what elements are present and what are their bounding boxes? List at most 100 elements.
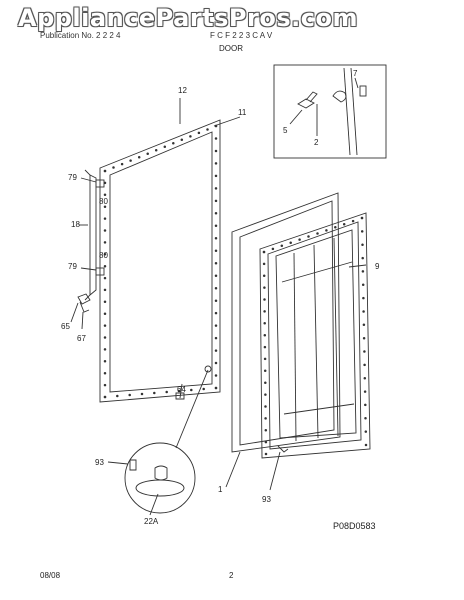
screw-dot [103,336,107,339]
screw-dot [360,216,364,220]
screw-dot [263,310,266,313]
screw-dot [264,405,267,408]
publication-header: Publication No. 2 2 2 4 [40,31,121,40]
screw-dot [214,299,218,302]
screw-dot [363,363,366,367]
screw-dot [262,274,266,278]
screw-dot [153,391,156,395]
screw-dot [263,298,266,301]
screw-dot [214,261,218,265]
screw-dot [129,159,132,162]
callout-9: 9 [375,262,380,271]
page-title: DOOR [219,44,243,53]
callout-22A: 22A [144,517,159,526]
callout-79-bottom: 79 [68,262,77,271]
screw-dot [263,357,267,361]
screw-dot [263,322,266,325]
model-header: F C F 2 2 3 C A V [210,31,273,40]
screw-dot [177,389,181,393]
screw-dot [103,288,107,292]
watermark: AppliancePartsPros.com [18,4,358,32]
screw-dot [190,388,193,392]
screw-dot [271,247,275,251]
screw-dot [206,128,209,131]
screw-dot [103,253,107,256]
screw-dot [214,137,218,140]
screw-dot [363,350,366,353]
callout-7: 7 [353,69,358,78]
screw-dot [362,323,366,327]
screw-dot [103,312,107,315]
screw-dot [362,336,366,340]
screw-dot [214,386,218,390]
screw-dot [263,333,267,337]
screw-dot [214,212,218,215]
screw-dot [298,238,301,241]
screw-dot [307,235,310,238]
screw-dot [172,142,175,145]
screw-dot [264,381,267,384]
screw-dot [364,443,368,447]
screw-dot [264,428,268,432]
screw-dot [163,145,167,149]
screw-dot [214,274,218,277]
screw-dot [103,383,107,387]
screw-dot [364,417,367,420]
screw-dot [262,250,266,254]
screw-dot [342,222,346,226]
callout-93-right: 93 [262,495,271,504]
screw-dot [103,348,107,351]
screw-dot [189,135,192,138]
screw-dot [154,148,158,152]
screw-dot [362,296,365,300]
screw-dot [103,241,107,244]
callout-80-bottom: 80 [99,251,108,260]
screw-dot [112,166,115,169]
footer-date: 08/08 [40,571,61,580]
screw-dot [214,324,218,327]
screw-dot [325,229,328,232]
screw-dot [103,371,107,375]
callout-79-top: 79 [68,173,77,182]
screw-dot [214,349,218,352]
screw-dot [214,162,218,165]
callout-5: 5 [283,126,288,135]
screw-dot [214,361,218,365]
callout-65: 65 [61,322,70,331]
screw-dot [103,395,107,399]
screw-dot [362,310,365,313]
screw-dot [263,369,267,373]
screw-dot [103,264,107,268]
screw-dot [214,249,218,253]
callout-64: 64 [177,385,186,394]
screw-dot [364,430,368,433]
screw-dot [103,205,107,208]
screw-dot [280,244,284,248]
screw-dot [214,149,218,153]
screw-dot [289,241,292,244]
screw-dot [197,131,201,135]
screw-dot [361,256,364,260]
screw-dot [103,300,107,304]
screw-dot [214,224,218,228]
screw-dot [214,311,218,315]
callout-80-top: 80 [99,197,108,206]
screw-dot [214,286,218,290]
screw-dot [214,237,218,240]
screw-dot [363,376,367,380]
screw-dot [264,440,268,444]
callout-18: 18 [71,220,80,229]
screw-dot [262,262,266,266]
callout-12: 12 [178,86,187,95]
screw-dot [363,390,367,393]
screw-dot [165,390,168,394]
screw-dot [180,138,184,142]
screw-dot [361,243,364,246]
screw-dot [137,155,141,159]
callout-93-left: 93 [95,458,104,467]
screw-dot [263,286,266,289]
screw-dot [103,229,107,232]
screw-dot [361,283,365,287]
screw-dot [361,270,365,273]
